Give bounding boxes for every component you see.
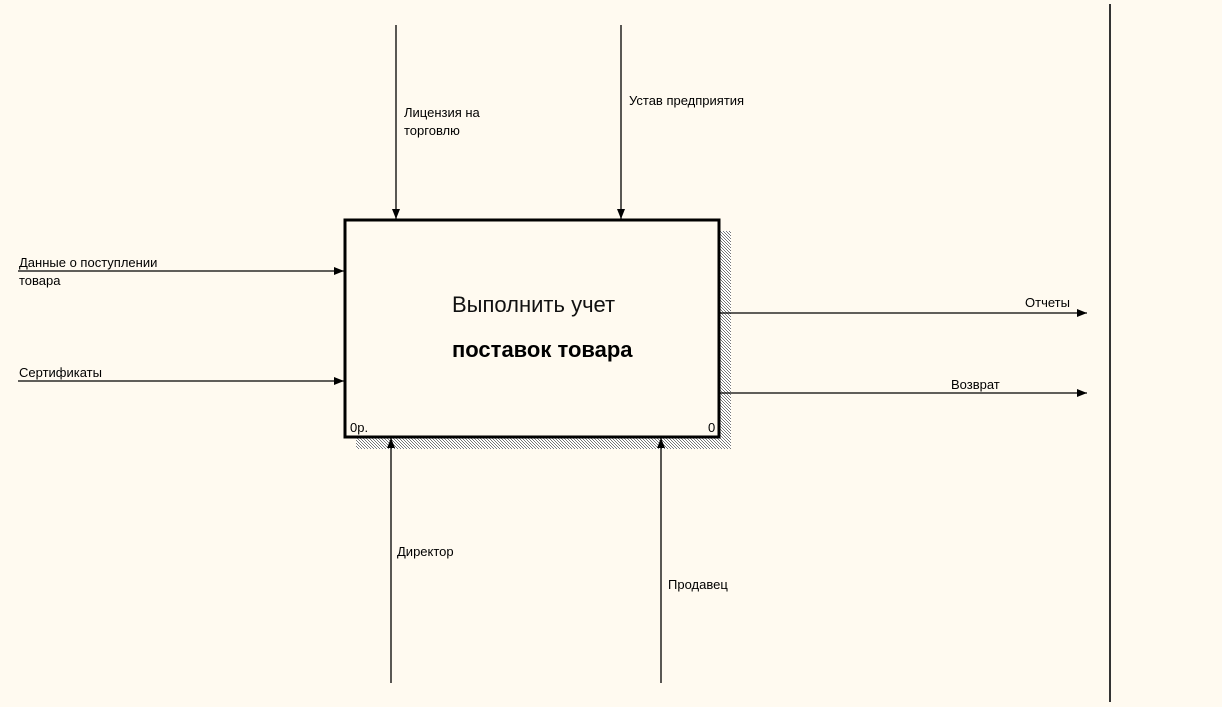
input-arrow-certificates[interactable]: Сертификаты (18, 365, 344, 385)
arrow-label: Сертификаты (19, 365, 102, 380)
control-arrow-license[interactable]: Лицензия на торговлю (392, 25, 481, 219)
output-arrow-return[interactable]: Возврат (720, 377, 1087, 397)
control-arrow-charter[interactable]: Устав предприятия (617, 25, 744, 219)
activity-box-shadow (356, 231, 731, 449)
arrow-label: Продавец (668, 577, 728, 592)
mechanism-arrow-seller[interactable]: Продавец (657, 438, 728, 683)
activity-title-line1: Выполнить учет (452, 292, 615, 317)
activity-box[interactable]: Выполнить учет поставок товара 0р. 0 (343, 218, 721, 439)
activity-title-line2: поставок товара (452, 337, 633, 362)
arrow-label: товара (19, 273, 61, 288)
activity-cost: 0р. (350, 420, 368, 435)
arrow-label: торговлю (404, 123, 460, 138)
arrow-label: Директор (397, 544, 454, 559)
arrow-label: Возврат (951, 377, 1000, 392)
output-arrow-reports[interactable]: Отчеты (720, 295, 1087, 317)
arrow-label: Лицензия на (404, 105, 481, 120)
arrow-label: Данные о поступлении (19, 255, 157, 270)
arrow-label: Устав предприятия (629, 93, 744, 108)
arrow-label: Отчеты (1025, 295, 1070, 310)
activity-number: 0 (708, 420, 715, 435)
mechanism-arrow-director[interactable]: Директор (387, 438, 454, 683)
input-arrow-receipt-data[interactable]: Данные о поступлении товара (18, 255, 344, 288)
